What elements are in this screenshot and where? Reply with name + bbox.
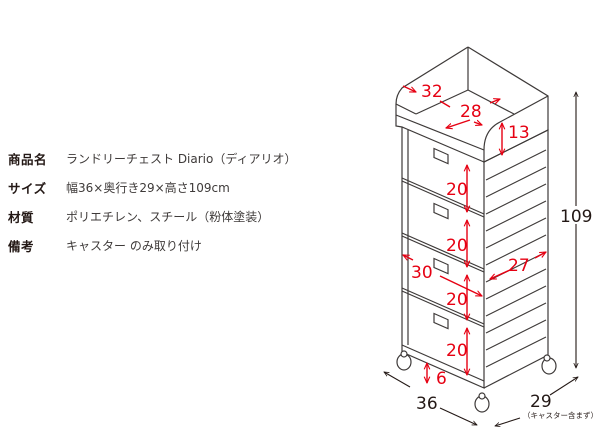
spec-row-notes: 備考 キャスター のみ取り付け: [8, 235, 202, 255]
dim-drawer-1-height: 20: [446, 180, 468, 200]
dim-depth-note: （キャスター含まず）: [523, 410, 598, 420]
dim-top-inner-depth: 28: [460, 102, 482, 122]
spec-value: ランドリーチェスト Diario（ディアリオ）: [66, 151, 297, 166]
spec-value: キャスター のみ取り付け: [66, 238, 202, 253]
red-dimension-lines: [403, 85, 546, 383]
spec-value: 幅36×奥行き29×高さ109cm: [66, 180, 230, 195]
dim-top-height: 13: [508, 123, 530, 143]
dim-drawer-2-height: 20: [446, 236, 468, 256]
spec-row-material: 材質 ポリエチレン、スチール（粉体塗装）: [8, 206, 269, 226]
dim-top-width: 32: [421, 82, 443, 102]
dim-drawer-width: 30: [411, 263, 433, 283]
dim-total-depth: 29: [530, 392, 552, 412]
dim-drawer-4-height: 20: [446, 341, 468, 361]
casters: [396, 350, 557, 413]
dim-total-height: 109: [560, 207, 592, 227]
chest-body: [401, 127, 549, 389]
black-dimension-lines: [384, 92, 578, 426]
spec-label: サイズ: [8, 180, 47, 196]
side-ribs: [485, 149, 547, 368]
spec-row-size: サイズ 幅36×奥行き29×高さ109cm: [8, 177, 230, 197]
dim-drawer-3-height: 20: [446, 290, 468, 310]
spec-label: 材質: [8, 209, 35, 225]
spec-value: ポリエチレン、スチール（粉体塗装）: [66, 209, 270, 224]
dim-caster-height: 6: [436, 369, 447, 389]
spec-label: 商品名: [8, 151, 48, 167]
spec-row-product-name: 商品名 ランドリーチェスト Diario（ディアリオ）: [8, 148, 297, 168]
spec-label: 備考: [8, 238, 35, 254]
dim-drawer-depth: 27: [508, 256, 530, 276]
dim-total-width: 36: [416, 394, 438, 414]
